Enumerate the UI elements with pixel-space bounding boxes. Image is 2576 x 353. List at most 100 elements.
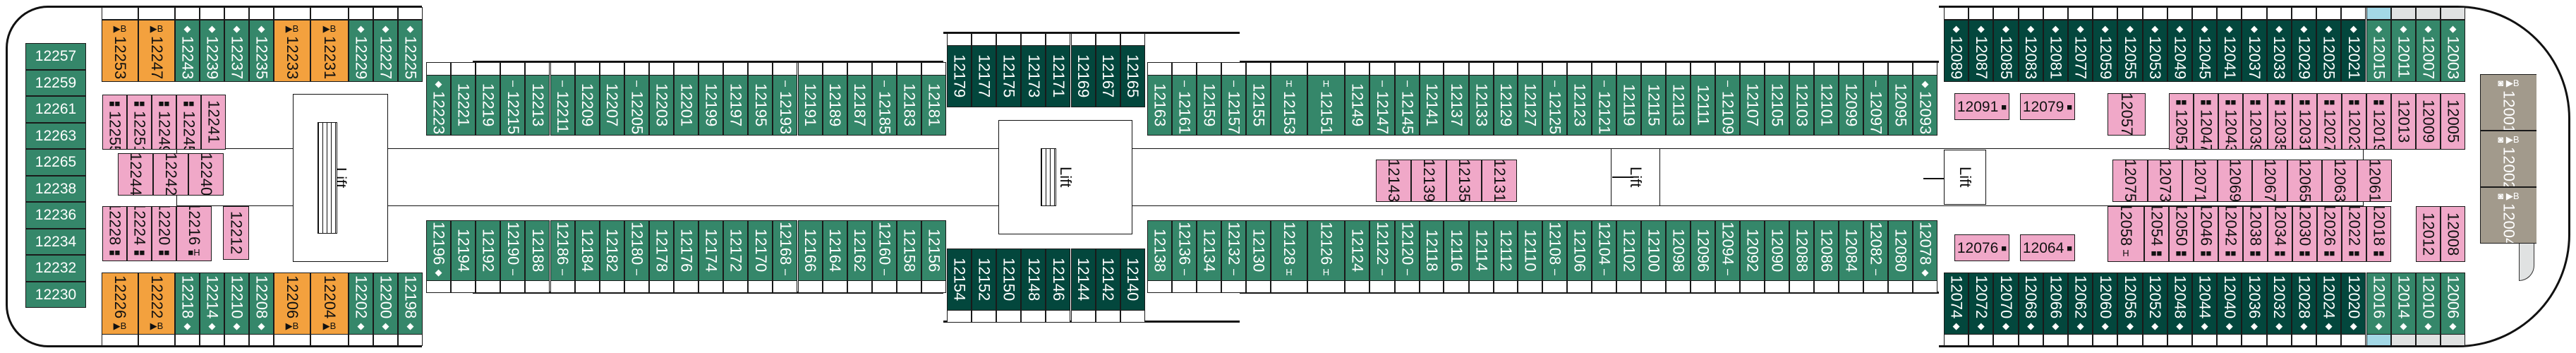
cabin-12265[interactable]: 12265 <box>25 149 86 176</box>
cabin-12043[interactable]: ■■12043 <box>2218 93 2243 150</box>
cabin-12039[interactable]: ■■12039 <box>2243 93 2268 150</box>
cabin-12090[interactable]: 12090 <box>1765 220 1789 281</box>
cabin-12187[interactable]: 12187 <box>847 75 872 136</box>
cabin-12024[interactable]: 12024◆ <box>2316 273 2342 335</box>
cabin-12220[interactable]: 12220■■ <box>152 206 176 261</box>
cabin-12244[interactable]: 12244 <box>118 153 153 196</box>
cabin-12135[interactable]: 12135 <box>1446 160 1482 202</box>
cabin-12224[interactable]: 12224■■ <box>127 206 152 261</box>
cabin-12013[interactable]: 12013 <box>2391 93 2416 150</box>
cabin-12113[interactable]: 12113 <box>1666 75 1691 136</box>
cabin-12183[interactable]: 12183 <box>896 75 921 136</box>
cabin-12251[interactable]: ■■12251 <box>127 95 152 150</box>
cabin-12214[interactable]: 12214◆ <box>200 273 224 335</box>
cabin-12199[interactable]: 12199 <box>699 75 724 136</box>
cabin-12240[interactable]: 12240 <box>188 153 224 196</box>
cabin-12099[interactable]: 12099 <box>1839 75 1863 136</box>
cabin-12238[interactable]: 12238 <box>25 175 86 202</box>
cabin-12138[interactable]: 12138 <box>1147 220 1172 281</box>
cabin-12077[interactable]: ◆12077 <box>2068 20 2093 82</box>
cabin-12031[interactable]: ■■12031 <box>2292 93 2317 150</box>
cabin-12131[interactable]: 12131 <box>1482 160 1517 202</box>
cabin-12003[interactable]: ◆12003 <box>2441 20 2465 82</box>
cabin-12206[interactable]: 12206▶B <box>274 273 310 335</box>
cabin-12098[interactable]: 12098 <box>1666 220 1691 281</box>
cabin-12083[interactable]: ◆12083 <box>2018 20 2043 82</box>
cabin-12021[interactable]: ◆12021 <box>2341 20 2366 82</box>
cabin-12015[interactable]: ◆12015 <box>2366 20 2391 82</box>
cabin-12166[interactable]: 12166 <box>797 220 823 281</box>
cabin-12095[interactable]: 12095 <box>1888 75 1913 136</box>
cabin-12016[interactable]: 12016◆ <box>2366 273 2391 335</box>
cabin-12046[interactable]: 12046■■ <box>2194 206 2218 262</box>
cabin-12008[interactable]: 12008 <box>2441 206 2465 262</box>
cabin-12025[interactable]: ◆12025 <box>2316 20 2342 82</box>
cabin-12069[interactable]: 12069 <box>2217 160 2252 202</box>
cabin-12019[interactable]: ■■12019 <box>2366 93 2391 150</box>
cabin-12011[interactable]: ◆12011 <box>2391 20 2416 82</box>
cabin-12084[interactable]: 12084 <box>1839 220 1863 281</box>
cabin-12194[interactable]: 12194 <box>451 220 476 281</box>
cabin-12152[interactable]: 12152 <box>972 249 997 311</box>
cabin-12091[interactable]: 12091■ <box>1954 93 2009 120</box>
cabin-12223[interactable]: ◆12223 <box>426 75 452 136</box>
cabin-12088[interactable]: 12088 <box>1789 220 1814 281</box>
cabin-12063[interactable]: 12063 <box>2322 160 2357 202</box>
cabin-12204[interactable]: 12204▶B <box>310 273 349 335</box>
cabin-12022[interactable]: 12022■■ <box>2342 206 2366 262</box>
cabin-12210[interactable]: 12210◆ <box>224 273 249 335</box>
cabin-12182[interactable]: 12182 <box>599 220 624 281</box>
cabin-12196[interactable]: 12196◆ <box>426 220 452 281</box>
cabin-12056[interactable]: 12056◆ <box>2117 273 2143 335</box>
cabin-12178[interactable]: 12178 <box>648 220 674 281</box>
cabin-12184[interactable]: 12184 <box>574 220 600 281</box>
cabin-12133[interactable]: 12133 <box>1469 75 1494 136</box>
cabin-12261[interactable]: 12261 <box>25 96 86 123</box>
cabin-12259[interactable]: 12259 <box>25 69 86 96</box>
cabin-12012[interactable]: 12012 <box>2416 206 2441 262</box>
cabin-12158[interactable]: 12158 <box>896 220 921 281</box>
cabin-12087[interactable]: ◆12087 <box>1969 20 1994 82</box>
cabin-12054[interactable]: 12054■■ <box>2144 206 2169 262</box>
cabin-12257[interactable]: 12257 <box>25 43 86 70</box>
cabin-12032[interactable]: 12032◆ <box>2266 273 2292 335</box>
cabin-12014[interactable]: 12014◆ <box>2391 273 2416 335</box>
cabin-12092[interactable]: 12092 <box>1740 220 1765 281</box>
cabin-12191[interactable]: 12191 <box>797 75 823 136</box>
cabin-12118[interactable]: 12118 <box>1420 220 1444 281</box>
cabin-12228[interactable]: 12228■■ <box>102 206 127 261</box>
cabin-12221[interactable]: 12221 <box>451 75 476 136</box>
cabin-12167[interactable]: 12167 <box>1095 45 1120 107</box>
cabin-12075[interactable]: 12075 <box>2112 160 2148 202</box>
cabin-12201[interactable]: 12201 <box>674 75 699 136</box>
cabin-12146[interactable]: 12146 <box>1046 249 1071 311</box>
cabin-12177[interactable]: 12177 <box>972 45 997 107</box>
cabin-12165[interactable]: 12165 <box>1120 45 1145 107</box>
cabin-12163[interactable]: 12163 <box>1147 75 1172 136</box>
cabin-12081[interactable]: ◆12081 <box>2043 20 2068 82</box>
cabin-12144[interactable]: 12144 <box>1070 249 1096 311</box>
cabin-12245[interactable]: ■■12245 <box>176 95 201 150</box>
cabin-12107[interactable]: 12107 <box>1740 75 1765 136</box>
cabin-12141[interactable]: 12141 <box>1420 75 1444 136</box>
cabin-12198[interactable]: 12198◆ <box>398 273 423 335</box>
cabin-12137[interactable]: 12137 <box>1444 75 1469 136</box>
